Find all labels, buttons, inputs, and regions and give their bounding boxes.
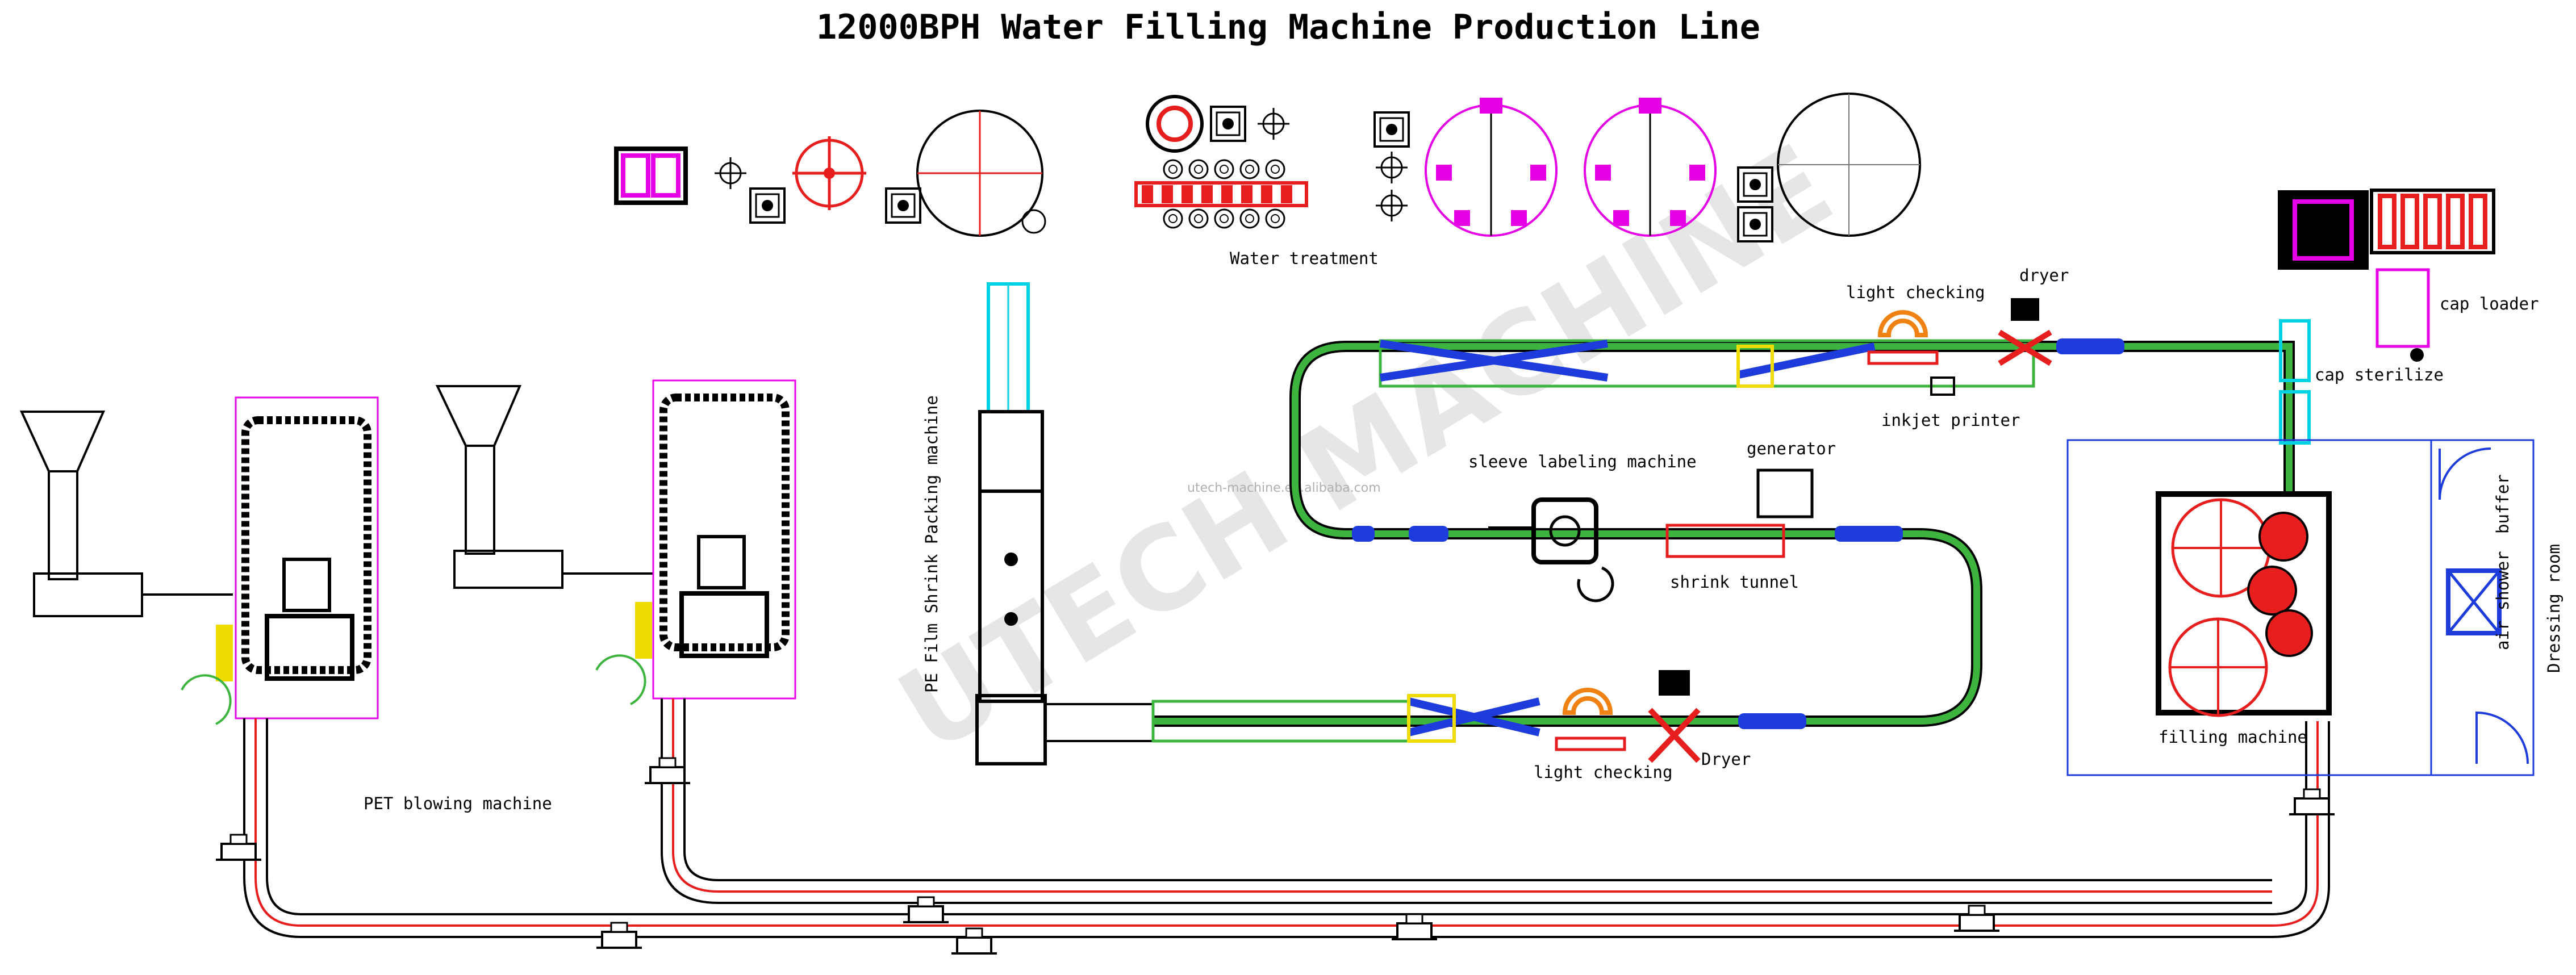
label-cap-loader: cap loader [2440, 294, 2539, 313]
watermark-url: utech-machine.en.alibaba.com [1187, 481, 1381, 495]
label-sleeve-labeling: sleeve labeling machine [1468, 452, 1697, 471]
dryer-bottom: Dryer [1648, 670, 1751, 769]
shrink-tunnel: shrink tunnel [1665, 524, 1799, 592]
label-dressing-room: Dressing room [2544, 544, 2564, 673]
pet-blowing-machine-1 [19, 396, 379, 725]
inkjet-printer: inkjet printer [1881, 376, 2020, 430]
pet-blowing-machine-2 [435, 379, 796, 705]
label-cap-sterilize: cap sterilize [2315, 365, 2444, 384]
label-light-checking-bottom: light checking [1534, 763, 1672, 782]
label-buffer: buffer [2493, 474, 2512, 534]
water-treatment-equipment: Water treatment [614, 93, 1921, 268]
label-inkjet-printer: inkjet printer [1881, 411, 2020, 430]
label-water-treatment: Water treatment [1230, 249, 1379, 268]
pe-film-shrink-packing-machine: PE Film Shrink Packing machine [922, 282, 1154, 765]
bottle-conveyor-loop [1151, 338, 2295, 743]
label-shrink-tunnel: shrink tunnel [1670, 572, 1799, 592]
light-checking-bottom: light checking [1534, 688, 1672, 782]
dressing-room: buffer air shower Dressing room [2066, 439, 2564, 776]
diagram-title: 12000BPH Water Filling Machine Productio… [816, 7, 1760, 47]
label-pe-film: PE Film Shrink Packing machine [922, 395, 941, 693]
sleeve-labeling-machine: sleeve labeling machine [1468, 452, 1697, 602]
label-dryer-bottom: Dryer [1701, 750, 1751, 769]
label-air-shower: air shower [2493, 551, 2512, 650]
label-filling-machine: filling machine [2159, 727, 2307, 747]
label-pet-blowing: PET blowing machine [364, 794, 552, 813]
label-light-checking-top: light checking [1846, 283, 1985, 302]
generator: generator [1747, 439, 1836, 518]
dryer-top: dryer [1998, 266, 2069, 366]
label-dryer-top: dryer [2019, 266, 2069, 285]
capping-equipment: cap loader cap sterilize [2278, 189, 2539, 445]
filling-machine: filling machine [2156, 491, 2332, 747]
label-generator: generator [1747, 439, 1836, 458]
light-checking-top: light checking [1846, 283, 1985, 365]
air-conveyor-bottom [215, 698, 2336, 955]
